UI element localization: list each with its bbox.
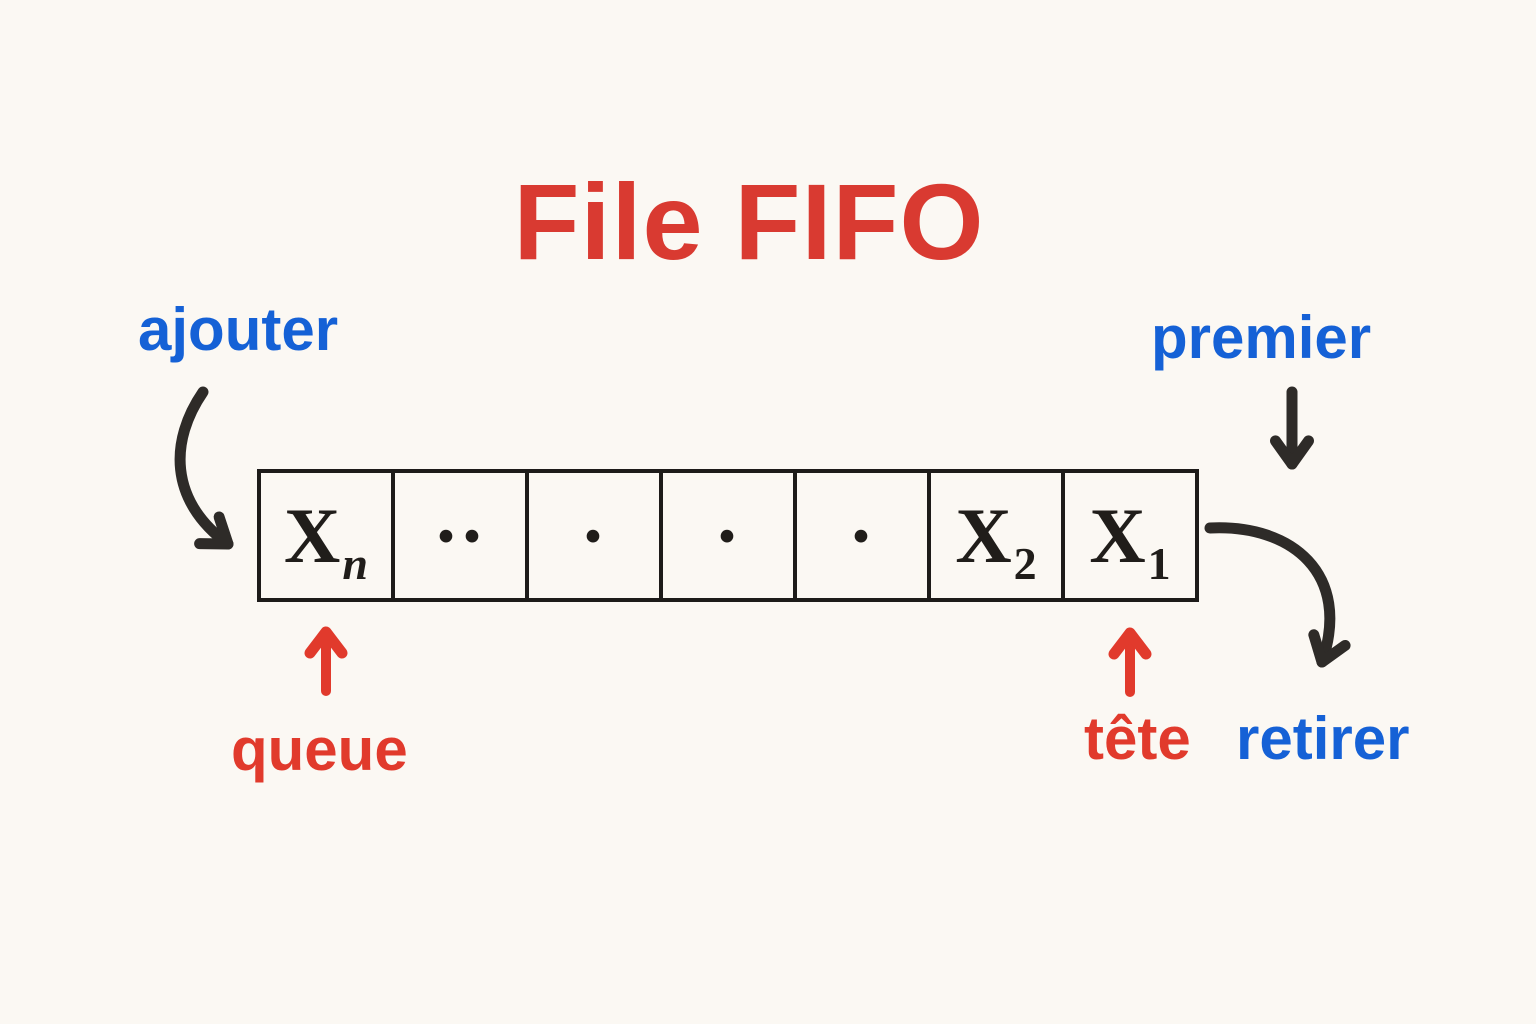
- ajouter-curved-arrow-icon: [174, 386, 234, 550]
- label-queue-tail: queue: [231, 716, 408, 783]
- queue-cell-x2: X2: [927, 469, 1065, 602]
- cell-value: X1: [1089, 491, 1171, 589]
- queue-cell-dot: ·: [793, 469, 931, 602]
- cell-value: ··: [432, 491, 486, 579]
- queue-cell-x1: X1: [1061, 469, 1199, 602]
- retirer-curved-arrow-icon: [1204, 522, 1351, 668]
- queue-cell-ellipsis: ··: [391, 469, 529, 602]
- queue-boxes: Xn ·· · · · X2 X1: [257, 469, 1199, 602]
- label-premier: premier: [1151, 304, 1372, 371]
- cell-value: X2: [955, 491, 1037, 589]
- label-ajouter: ajouter: [138, 296, 339, 363]
- queue-cell-dot: ·: [525, 469, 663, 602]
- queue-cell-xn: Xn: [257, 469, 395, 602]
- label-retirer: retirer: [1236, 705, 1410, 772]
- cell-value: ·: [847, 491, 874, 579]
- cell-value: ·: [579, 491, 606, 579]
- label-tete-head: tête: [1084, 705, 1191, 772]
- queue-cell-dot: ·: [659, 469, 797, 602]
- cell-value: Xn: [284, 491, 368, 589]
- cell-value: ·: [713, 491, 740, 579]
- page-title: File FIFO: [513, 161, 985, 282]
